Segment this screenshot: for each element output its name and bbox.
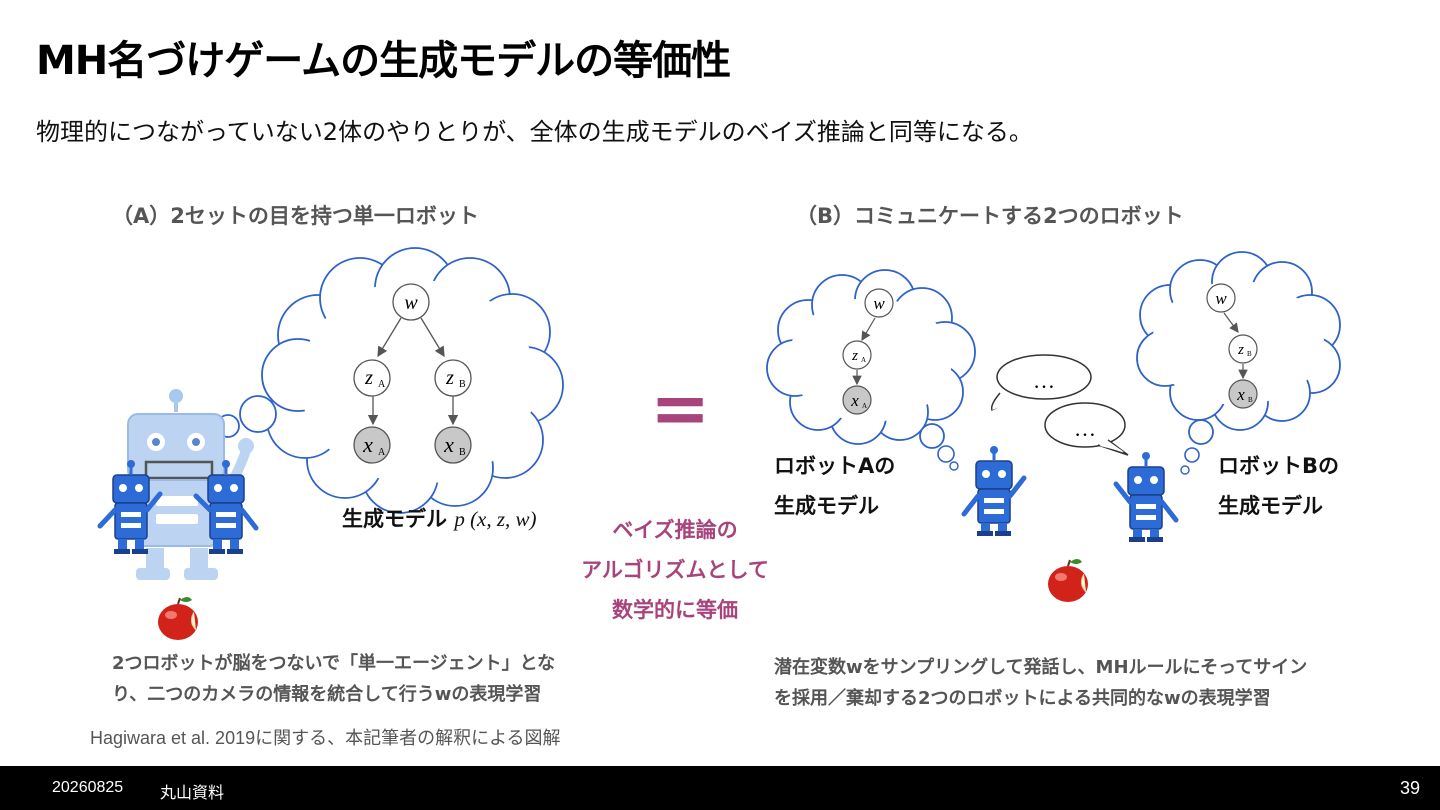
svg-text:B: B	[459, 379, 466, 390]
svg-text:x: x	[850, 391, 859, 410]
svg-text:x: x	[362, 432, 373, 457]
svg-text:…: …	[1074, 416, 1096, 441]
apple-icon-b	[1048, 559, 1088, 602]
robot-b-model-label: ロボットBの 生成モデル	[1218, 454, 1340, 518]
svg-text:w: w	[873, 294, 885, 313]
apple-icon-a	[158, 597, 198, 640]
panel-a-description: 2つロボットが脳をつないで「単一エージェント」とな り、二つのカメラの情報を統合…	[112, 653, 556, 705]
node-w-a	[392, 283, 430, 321]
diagram-canvas: w z A z B x A x B	[97, 247, 1341, 640]
svg-text:A: A	[378, 447, 386, 458]
robot-a-illustration	[961, 446, 1027, 536]
svg-text:B: B	[1247, 350, 1252, 358]
thought-dot-a1	[239, 395, 277, 433]
graph-model-robot-b: w z B x B	[1206, 283, 1258, 409]
panel-b-heading: （B）コミュニケートする2つのロボット	[796, 204, 1184, 228]
slide-subtitle: 物理的につながっていない2体のやりとりが、全体の生成モデルのベイズ推論と同等にな…	[36, 118, 1033, 146]
svg-text:z: z	[1237, 342, 1244, 358]
node-xa	[353, 426, 391, 464]
svg-text:A: A	[861, 356, 866, 364]
svg-text:z: z	[445, 367, 454, 389]
small-robot-left-2	[193, 460, 259, 554]
svg-text:z: z	[364, 367, 373, 389]
svg-text:A: A	[862, 402, 867, 410]
small-robot-left-1	[97, 460, 163, 554]
generative-model-formula: p (x, z, w)	[454, 507, 537, 531]
svg-text:A: A	[378, 379, 386, 390]
footer-bar: 20260825 丸山資料 39	[0, 766, 1440, 810]
svg-text:w: w	[1215, 289, 1227, 308]
panel-b-description: 潜在変数wをサンプリングして発話し、MHルールにそってサイン を採用／棄却する2…	[774, 657, 1308, 709]
svg-text:z: z	[851, 348, 858, 364]
speech-bubble-robot-a: …	[990, 354, 1092, 412]
node-zb	[434, 359, 472, 397]
generative-model-label: 生成モデル p (x, z, w)	[342, 507, 537, 531]
node-za	[353, 359, 391, 397]
node-w-a-label: w	[404, 292, 418, 314]
svg-text:x: x	[1236, 385, 1245, 404]
citation-note: Hagiwara et al. 2019に関する、本記筆者の解釈による図解	[90, 728, 561, 748]
page-number: 39	[1399, 778, 1420, 798]
svg-text:…: …	[1033, 368, 1055, 393]
svg-text:B: B	[1248, 396, 1253, 404]
node-xb	[434, 426, 472, 464]
graph-model-robot-a: w z A x A	[842, 288, 894, 415]
slide-title: MH名づけゲームの生成モデルの等価性	[36, 38, 731, 84]
robot-a-model-label: ロボットAの 生成モデル	[774, 454, 896, 518]
robot-b-illustration	[1113, 452, 1179, 542]
equivalence-note: ベイズ推論の アルゴリズムとして 数学的に等価	[581, 518, 769, 622]
footer-date: 20260825	[52, 779, 124, 796]
footer-author: 丸山資料	[160, 785, 225, 802]
graph-model-a: w z A z B x A x B	[353, 283, 472, 464]
svg-text:x: x	[443, 432, 454, 457]
equals-sign: =	[650, 366, 711, 450]
svg-text:B: B	[459, 447, 466, 458]
speech-bubble-robot-b: …	[1044, 402, 1129, 456]
panel-a-heading: （A）2セットの目を持つ単一ロボット	[112, 204, 479, 228]
